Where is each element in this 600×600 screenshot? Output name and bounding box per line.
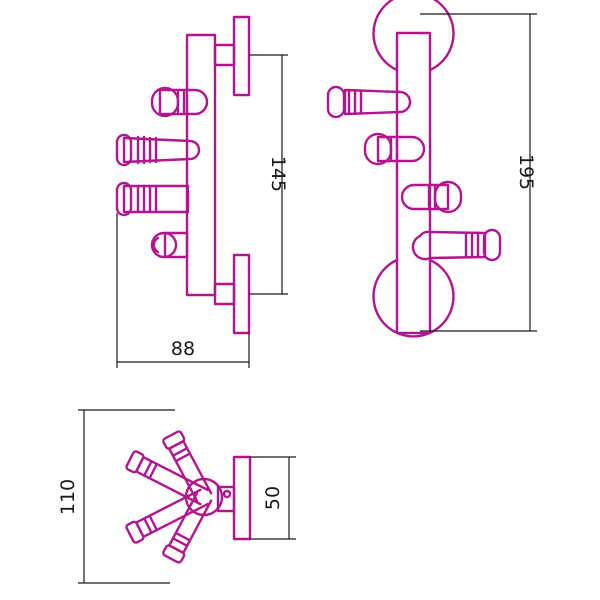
- side-view-handle-upper: [115, 133, 201, 167]
- dimension-50: 50: [250, 456, 296, 540]
- dimension-110: 110: [57, 409, 175, 584]
- side-view-body: [185, 15, 251, 335]
- top-view-knob-lower: [162, 492, 213, 564]
- front-view-knob-lower: [400, 180, 463, 214]
- dimension-195-label: 195: [515, 154, 537, 190]
- front-view-body: [372, 0, 455, 338]
- top-view: 110 50: [57, 409, 296, 584]
- side-view-knob-upper: [150, 86, 209, 118]
- dimension-145-label: 145: [267, 156, 289, 192]
- side-view-knob-lower: [150, 231, 189, 259]
- top-view-wall-plate: [216, 455, 252, 541]
- dimension-88: 88: [116, 213, 250, 368]
- side-view: 88 145: [115, 15, 289, 368]
- front-view-handle-upper: [326, 85, 412, 119]
- dimension-50-label: 50: [262, 486, 284, 510]
- side-view-handle-lower: [115, 181, 190, 217]
- front-view: 195: [326, 0, 537, 338]
- dimension-195: 195: [420, 13, 537, 332]
- top-view-knob-upper: [162, 430, 213, 502]
- dimension-110-label: 110: [57, 479, 79, 515]
- dimension-145: 145: [249, 54, 289, 295]
- top-view-hub-screw: [222, 489, 232, 499]
- top-view-handle-bottom: [125, 488, 209, 544]
- front-view-handle-lower: [411, 228, 502, 262]
- dimension-88-label: 88: [171, 338, 195, 360]
- front-view-knob-upper: [363, 132, 426, 166]
- top-view-hub: [184, 477, 224, 517]
- top-view-handle-top: [125, 450, 209, 506]
